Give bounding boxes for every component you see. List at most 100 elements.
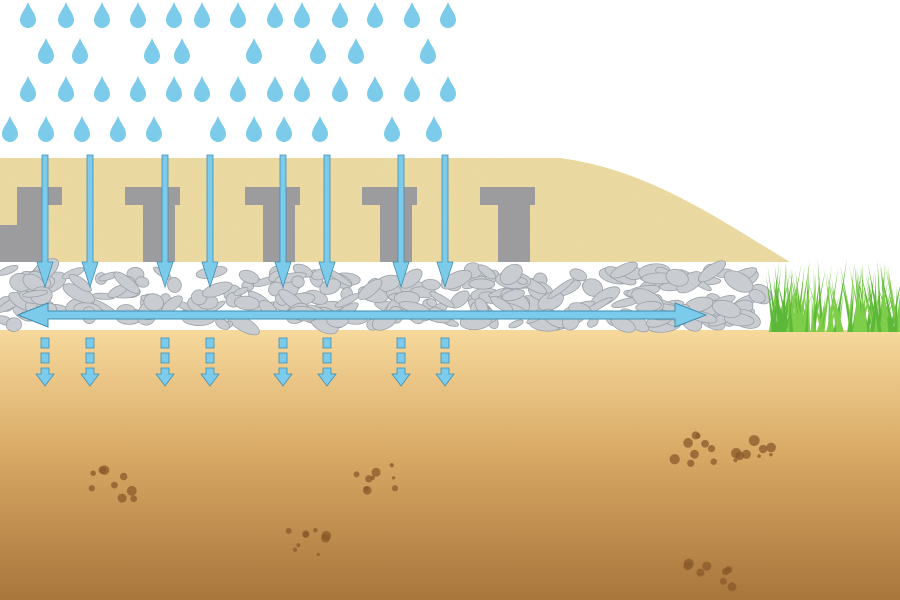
- soil-clump: [769, 452, 773, 457]
- raindrop-icon: [130, 2, 146, 28]
- raindrop-icon: [404, 2, 420, 28]
- soil-clump: [321, 530, 332, 541]
- soil-clump: [316, 552, 320, 556]
- seepage-dash: [322, 352, 332, 364]
- raindrop-icon: [230, 76, 246, 102]
- soil-clump: [727, 582, 737, 592]
- soil-clump: [302, 530, 310, 538]
- raindrop-icon: [74, 116, 90, 142]
- seepage-dash: [396, 352, 406, 364]
- seepage-arrow-icon: [35, 367, 55, 387]
- grass-blade: [847, 286, 855, 332]
- stone: [201, 281, 233, 298]
- stone: [468, 278, 496, 290]
- raindrop-icon: [267, 76, 283, 102]
- raindrop-icon: [72, 38, 88, 64]
- seepage-dash: [85, 337, 95, 349]
- stone: [711, 299, 742, 318]
- soil-clump: [90, 470, 96, 477]
- raindrop-icon: [144, 38, 160, 64]
- raindrop-icon: [420, 38, 436, 64]
- stone: [421, 278, 441, 291]
- raindrop-icon: [426, 116, 442, 142]
- soil-clump: [695, 433, 701, 439]
- infiltration-arrow-icon: [274, 154, 292, 289]
- raindrop-icon: [440, 76, 456, 102]
- stone: [68, 273, 92, 293]
- infiltration-arrow-icon: [392, 154, 410, 289]
- stone: [143, 293, 164, 312]
- grass-blade: [780, 259, 786, 332]
- grass-blade: [770, 266, 782, 332]
- raindrop-icon: [332, 2, 348, 28]
- rain: [2, 2, 456, 142]
- soil-clump: [88, 485, 95, 492]
- raindrop-icon: [246, 38, 262, 64]
- soil-clump: [683, 561, 692, 571]
- seepage-dash: [160, 352, 170, 364]
- raindrop-icon: [130, 76, 146, 102]
- grass-blade: [867, 261, 882, 332]
- stone: [215, 318, 230, 330]
- soil-clump: [702, 561, 712, 571]
- grass-blade: [826, 273, 841, 332]
- grass-blade: [803, 263, 809, 332]
- soil-clump: [370, 475, 375, 481]
- raindrop-icon: [146, 116, 162, 142]
- seepage-dash: [205, 337, 215, 349]
- infiltration-arrow-icon: [318, 154, 336, 289]
- stone: [426, 298, 437, 308]
- stone: [357, 278, 383, 300]
- lateral-flow-arrow-icon: [16, 302, 708, 328]
- grass-blade: [774, 264, 783, 332]
- raindrop-icon: [58, 76, 74, 102]
- seepage-dash: [160, 337, 170, 349]
- grass-blade: [793, 290, 801, 332]
- stone: [238, 269, 260, 284]
- soil-clump: [296, 543, 301, 548]
- seepage-arrow-icon: [435, 367, 455, 387]
- soil-clump: [117, 493, 127, 503]
- seepage-arrow-icon: [317, 367, 337, 387]
- seepage-arrow-icon: [155, 367, 175, 387]
- grass: [765, 258, 900, 332]
- seepage-dash: [396, 337, 406, 349]
- soil-clump: [707, 445, 716, 453]
- raindrop-icon: [440, 2, 456, 28]
- raindrop-icon: [174, 38, 190, 64]
- raindrop-icon: [310, 38, 326, 64]
- raindrop-icon: [20, 2, 36, 28]
- soil-clump: [391, 476, 396, 480]
- soil-clump: [701, 439, 709, 448]
- raindrop-icon: [110, 116, 126, 142]
- infiltration-arrow-icon: [156, 154, 174, 289]
- grass-blade: [879, 260, 885, 332]
- paver: [0, 187, 62, 262]
- stone: [429, 291, 455, 308]
- stone: [113, 271, 140, 294]
- raindrop-icon: [166, 76, 182, 102]
- raindrop-icon: [367, 2, 383, 28]
- seepage-dash: [440, 352, 450, 364]
- soil-clump: [748, 435, 760, 446]
- grass-blade: [856, 267, 861, 332]
- seepage-dash: [40, 352, 50, 364]
- grass-blade: [860, 260, 865, 332]
- grass-blade: [893, 284, 898, 332]
- raindrop-icon: [194, 2, 210, 28]
- grass-blade: [810, 294, 815, 332]
- soil-clumps: [88, 431, 776, 592]
- stone: [477, 264, 497, 280]
- soil-clump: [371, 467, 381, 477]
- soil-clump: [683, 438, 693, 448]
- soil-clump: [731, 448, 742, 459]
- grass-blade: [882, 284, 889, 332]
- stone: [499, 263, 523, 286]
- grass-blade: [788, 282, 794, 332]
- seepage-arrow-icon: [273, 367, 293, 387]
- grass-blade: [800, 277, 811, 332]
- soil-clump: [391, 485, 399, 492]
- soil-clump: [758, 444, 768, 454]
- raindrop-icon: [38, 116, 54, 142]
